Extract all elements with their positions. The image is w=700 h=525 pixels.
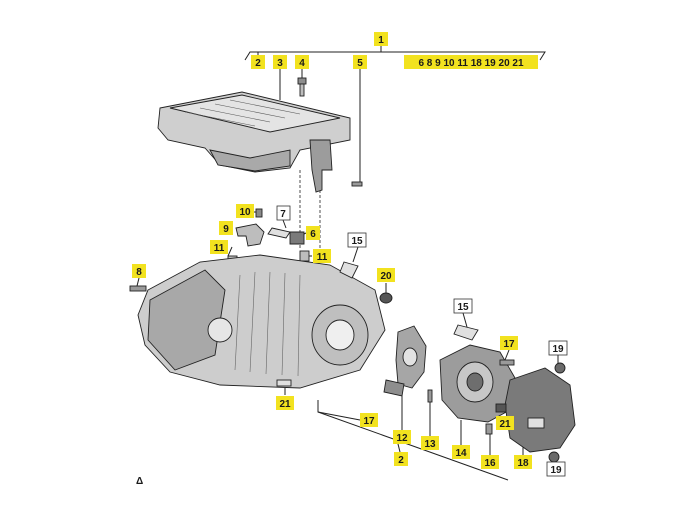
svg-text:21: 21 [499,419,511,430]
callout-18: 18 [514,455,532,469]
callout-19a: 19 [548,340,568,356]
svg-text:12: 12 [396,433,408,444]
bolt-17 [499,359,515,366]
svg-text:5: 5 [357,58,363,69]
callout-6: 6 [306,226,320,240]
svg-text:4: 4 [299,58,305,69]
breather-20 [379,292,393,304]
svg-text:13: 13 [424,439,436,450]
bearing-support-12 [395,325,427,389]
control-unit-housing [157,91,351,173]
svg-text:2: 2 [255,58,261,69]
svg-text:11: 11 [214,243,225,254]
callout-14: 14 [452,445,470,459]
callout-21a: 21 [276,396,294,410]
gasket-21b [495,403,507,413]
callout-19b: 19 [546,461,566,477]
sleeve-11b [299,250,310,262]
svg-text:19: 19 [552,344,564,355]
callout-12: 12 [393,430,411,444]
callout-21b: 21 [496,416,514,430]
svg-text:3: 3 [277,58,283,69]
callout-11b: 11 [313,249,331,263]
bolt-5 [351,181,363,187]
gasket-21a [276,379,292,387]
shaft-2 [383,379,405,397]
callout-1: 1 [374,32,388,46]
seal-19a [554,362,566,374]
cover-18 [504,367,576,453]
gasket-7 [267,227,291,239]
svg-text:15: 15 [457,302,469,313]
gasket-15a [339,261,359,279]
svg-text:19: 19 [550,465,562,476]
callout-20: 20 [377,268,395,282]
transmission-housing [137,254,386,389]
callout-11a: 11 [210,240,228,254]
callout-16: 16 [481,455,499,469]
callout-5: 5 [353,55,367,69]
callout-7: 7 [276,205,291,221]
callout-8: 8 [132,264,146,278]
svg-text:18: 18 [517,458,529,469]
svg-text:20: 20 [380,271,392,282]
svg-text:6: 6 [310,229,316,240]
svg-text:8: 8 [136,267,142,278]
sensor-9 [235,223,265,247]
svg-text:16: 16 [484,458,496,469]
mounting-bracket [309,139,333,193]
callout-17b: 17 [360,413,378,427]
callout-10: 10 [236,204,254,218]
gear-assembly-14 [439,344,516,423]
callout-3: 3 [273,55,287,69]
callout-13: 13 [421,436,439,450]
screw-10 [255,208,263,218]
svg-text:17: 17 [363,416,375,427]
callout-17a: 17 [500,336,518,350]
gasket-15b [453,324,479,341]
callout-9: 9 [219,221,233,235]
svg-text:15: 15 [351,236,363,247]
svg-text:1: 1 [378,35,384,46]
callout-4: 4 [295,55,309,69]
callout-2: 2 [251,55,265,69]
corner-mark: Δ [136,476,143,487]
bolt-13 [427,389,433,403]
callout-kit-list: 6 8 9 10 11 18 19 20 21 [404,55,538,69]
svg-text:9: 9 [223,224,229,235]
svg-text:21: 21 [279,399,291,410]
bolt-16 [485,423,493,435]
seal-19b [548,451,560,463]
svg-text:17: 17 [503,339,515,350]
svg-text:10: 10 [239,207,251,218]
svg-text:14: 14 [455,448,467,459]
svg-text:6 8 9 10 11 18 19 20 21: 6 8 9 10 11 18 19 20 21 [418,58,524,69]
bolt-8 [129,285,147,292]
svg-text:2: 2 [398,455,404,466]
callout-2b: 2 [394,452,408,466]
svg-text:11: 11 [317,252,328,263]
svg-text:7: 7 [280,209,286,220]
callout-15a: 15 [347,232,367,248]
plug-6 [289,231,305,245]
callout-labels: 1 2 3 4 5 6 8 9 10 11 18 19 20 21 10 9 7… [132,32,568,477]
callout-15b: 15 [453,298,473,314]
bolt-4 [297,77,307,97]
